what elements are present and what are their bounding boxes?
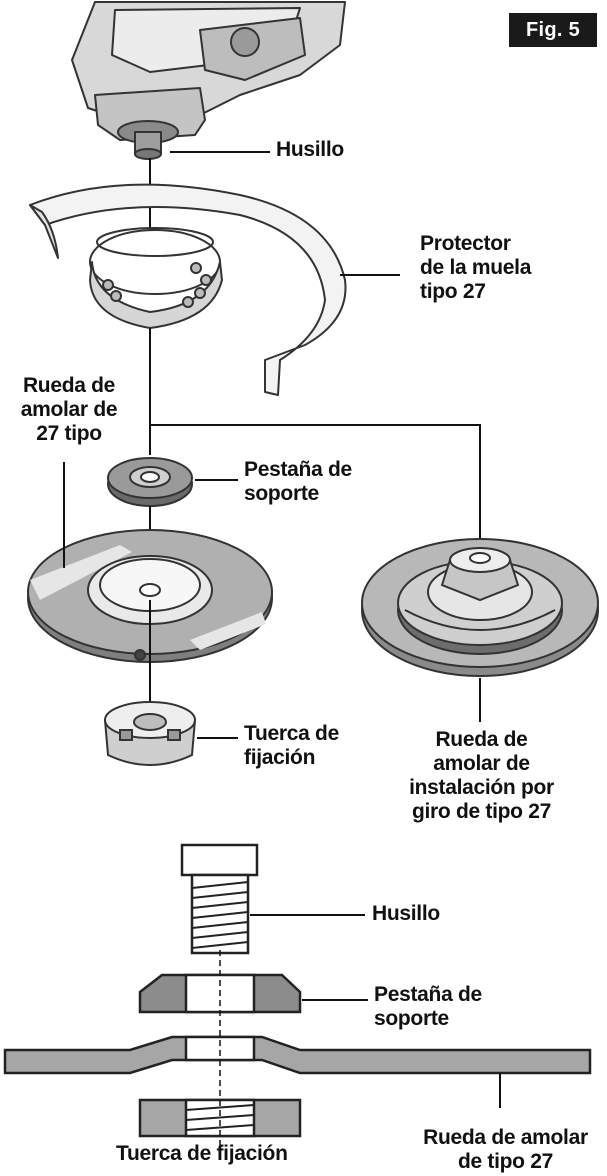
grinding-wheel-illustration: [27, 529, 273, 663]
wheel-guard-illustration: [29, 183, 347, 396]
label-twist-on-wheel: Rueda de amolar de instalación por giro …: [409, 728, 554, 823]
label-lock-nut: Tuerca de fijación: [244, 722, 339, 769]
label-guard: Protector de la muela tipo 27: [420, 232, 532, 303]
label-cross-grinding-wheel: Rueda de amolar de tipo 27: [423, 1126, 588, 1173]
grinder-head-illustration: [71, 1, 346, 160]
cross-section-illustration: [3, 843, 592, 1138]
label-grinding-wheel: Rueda de amolar de 27 tipo: [20, 374, 118, 445]
twist-on-wheel-illustration: [361, 538, 599, 677]
figure-label: Fig. 5: [509, 13, 597, 47]
backing-flange-illustration: [107, 457, 193, 507]
label-backing-flange: Pestaña de soporte: [244, 458, 352, 505]
label-cross-spindle: Husillo: [372, 902, 440, 925]
lock-nut-illustration: [103, 701, 197, 766]
label-cross-lock-nut: Tuerca de fijación: [116, 1142, 288, 1165]
label-spindle: Husillo: [276, 138, 344, 161]
label-cross-backing-flange: Pestaña de soporte: [374, 983, 482, 1030]
